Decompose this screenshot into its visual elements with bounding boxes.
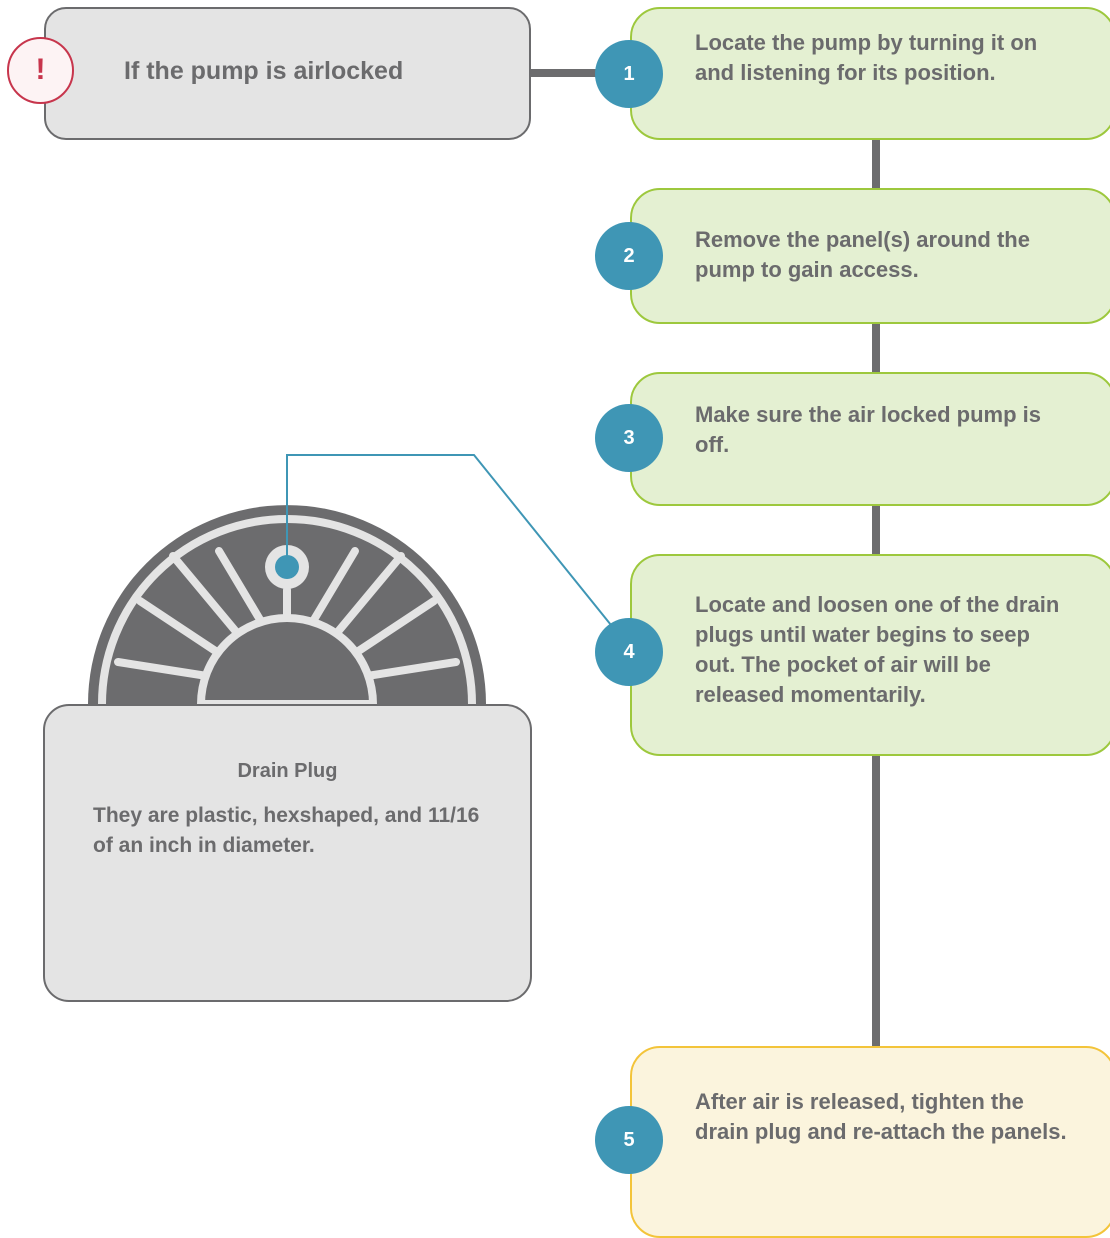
callout-line <box>286 454 612 626</box>
connector-4-5 <box>872 754 880 1048</box>
header-title: If the pump is airlocked <box>124 57 404 85</box>
step-3-box <box>630 372 1110 506</box>
step-2-text: Remove the panel(s) around the pump to g… <box>695 227 1030 282</box>
step-4-box <box>630 554 1110 756</box>
drain-plug-description: They are plastic, hexshaped, and 11/16 o… <box>93 804 480 857</box>
connector-1-2 <box>872 138 880 190</box>
step-1-number: 1 <box>595 40 663 108</box>
connector-2-3 <box>872 322 880 374</box>
drain-plug-marker <box>275 555 299 579</box>
step-5-number: 5 <box>595 1106 663 1174</box>
step-4-text: Locate and loosen one of the drain plugs… <box>695 592 1060 707</box>
header-connector <box>531 69 601 77</box>
step-3-text: Make sure the air locked pump is off. <box>695 402 1042 457</box>
drain-plug-card <box>43 704 532 1002</box>
step-5-text: After air is released, tighten the drain… <box>695 1089 1067 1144</box>
step-1-text: Locate the pump by turning it on and lis… <box>695 30 1038 85</box>
drain-plug-spokes <box>114 547 460 680</box>
step-2-box <box>630 188 1110 324</box>
drain-plug-hub <box>196 614 378 708</box>
step-4-number: 4 <box>595 618 663 686</box>
header-box <box>44 7 531 140</box>
drain-plug-title: Drain Plug <box>237 760 338 782</box>
exclamation-icon: ! <box>7 37 74 104</box>
connector-3-4 <box>872 504 880 556</box>
step-3-number: 3 <box>595 404 663 472</box>
step-2-number: 2 <box>595 222 663 290</box>
